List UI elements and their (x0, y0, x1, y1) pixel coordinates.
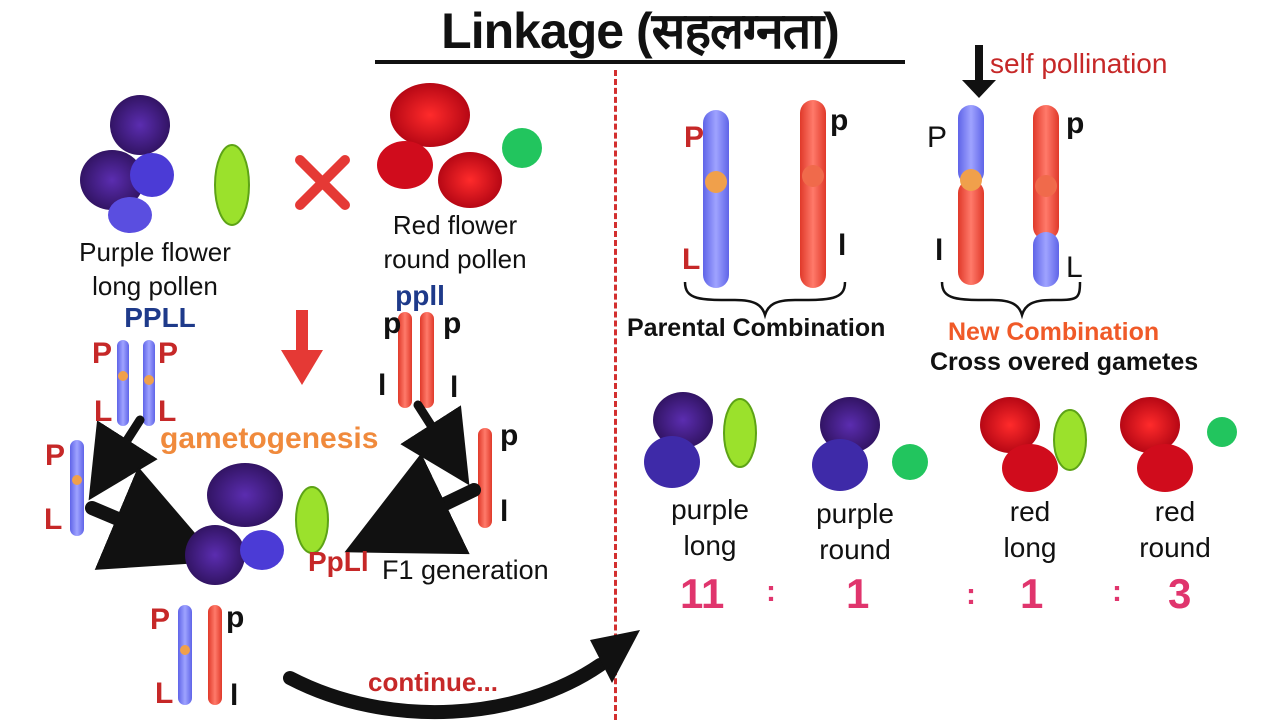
round-pollen-icon (502, 128, 542, 168)
continue-arrow-icon (283, 630, 640, 719)
ratio-value: 1 (846, 570, 870, 617)
cross-overed-label: Cross overed gametes (930, 348, 1199, 376)
offspring-label: purple long (650, 492, 770, 564)
parent1-label: Purple flower long pollen (55, 235, 255, 303)
allele-l: l (450, 371, 459, 404)
chromosome-parental-purple (703, 110, 729, 288)
long-pollen-icon-f1 (295, 486, 329, 554)
long-pollen-icon (214, 144, 250, 226)
offspring-purple-long-icon (644, 392, 757, 488)
cross-icon (295, 155, 350, 210)
parent2-label: Red flower round pollen (355, 208, 555, 276)
self-pollination-label: self pollination (990, 48, 1168, 79)
offspring-purple-round-icon (812, 397, 928, 491)
allele-L: L (44, 503, 63, 536)
ratio-value: 1 (1020, 570, 1044, 617)
allele-p: p (226, 601, 245, 634)
self-pollination-arrow-icon (962, 45, 996, 98)
allele-p: p (830, 104, 849, 137)
chromosome-pair-f1 (178, 605, 222, 705)
ratio-separator: : (1112, 575, 1122, 608)
allele-l: l (838, 229, 847, 262)
f1-label: F1 generation (382, 555, 549, 585)
f1-genotype: PpLl (308, 546, 369, 577)
offspring-line1: red (1009, 496, 1051, 527)
allele-l: l (230, 679, 239, 712)
offspring-red-round-icon (1120, 397, 1237, 492)
allele-l: l (500, 495, 509, 528)
parent1-genotype: PPLL (124, 302, 196, 333)
allele-P: P (45, 439, 66, 472)
arrow-icon-down (281, 310, 323, 385)
offspring-line2: long (683, 530, 737, 561)
ratio-value: 3 (1168, 570, 1192, 617)
new-combination-label: New Combination (948, 318, 1160, 346)
allele-L: L (94, 395, 113, 428)
allele-p: p (500, 419, 519, 452)
parent1-label-line2: long pollen (92, 271, 218, 301)
offspring-label: red round (1115, 494, 1235, 566)
section-divider (614, 70, 617, 720)
allele-p: p (1066, 107, 1085, 140)
ratio-value: 11 (680, 570, 725, 617)
gametogenesis-label: gametogenesis (160, 422, 379, 455)
arrow-icon-black (85, 400, 481, 570)
offspring-label: purple round (795, 496, 915, 568)
allele-L: L (155, 677, 174, 710)
parent2-label-line1: Red flower (392, 210, 518, 240)
page-title: Linkage (सहलग्नता) (375, 2, 905, 64)
offspring-line1: purple (816, 498, 894, 529)
offspring-red-long-icon (980, 397, 1087, 492)
chromosome-pair-ppll-red (398, 312, 434, 408)
offspring-line2: round (1139, 532, 1211, 563)
purple-flower-icon-f1 (185, 463, 284, 585)
parent2-label-line2: round pollen (383, 244, 527, 274)
ratio-separator: : (966, 578, 976, 611)
chromosome-pair-ppll-parent (117, 340, 155, 426)
allele-L: L (158, 395, 177, 428)
parent2-genotype: ppll (395, 280, 445, 311)
allele-l: l (378, 369, 387, 402)
allele-P: P (158, 337, 179, 370)
chromosome-crossover-1 (958, 105, 984, 285)
continue-label: continue... (368, 667, 498, 697)
chromosome-crossover-2 (1033, 105, 1059, 287)
allele-P: P (150, 603, 171, 636)
red-flower-icon (377, 83, 502, 208)
allele-P: P (927, 121, 948, 154)
parent1-label-line1: Purple flower (79, 237, 231, 267)
ratio-separator: : (766, 575, 776, 608)
chromosome-parental-red (800, 100, 826, 288)
allele-p: p (383, 307, 402, 340)
offspring-line1: red (1154, 496, 1196, 527)
purple-flower-icon (80, 95, 174, 233)
allele-L: L (1066, 251, 1083, 284)
offspring-line2: round (819, 534, 891, 565)
allele-L: L (682, 243, 701, 276)
offspring-line1: purple (671, 494, 749, 525)
allele-l: l (935, 234, 944, 267)
chromosome-gamete-purple (70, 440, 84, 536)
offspring-line2: long (1003, 532, 1057, 563)
offspring-label: red long (970, 494, 1090, 566)
allele-p: p (443, 307, 462, 340)
allele-P: P (92, 337, 113, 370)
brace-icon (683, 281, 1082, 320)
allele-P: P (684, 121, 705, 154)
parental-combination-label: Parental Combination (627, 314, 886, 342)
chromosome-gamete-red (478, 428, 492, 528)
